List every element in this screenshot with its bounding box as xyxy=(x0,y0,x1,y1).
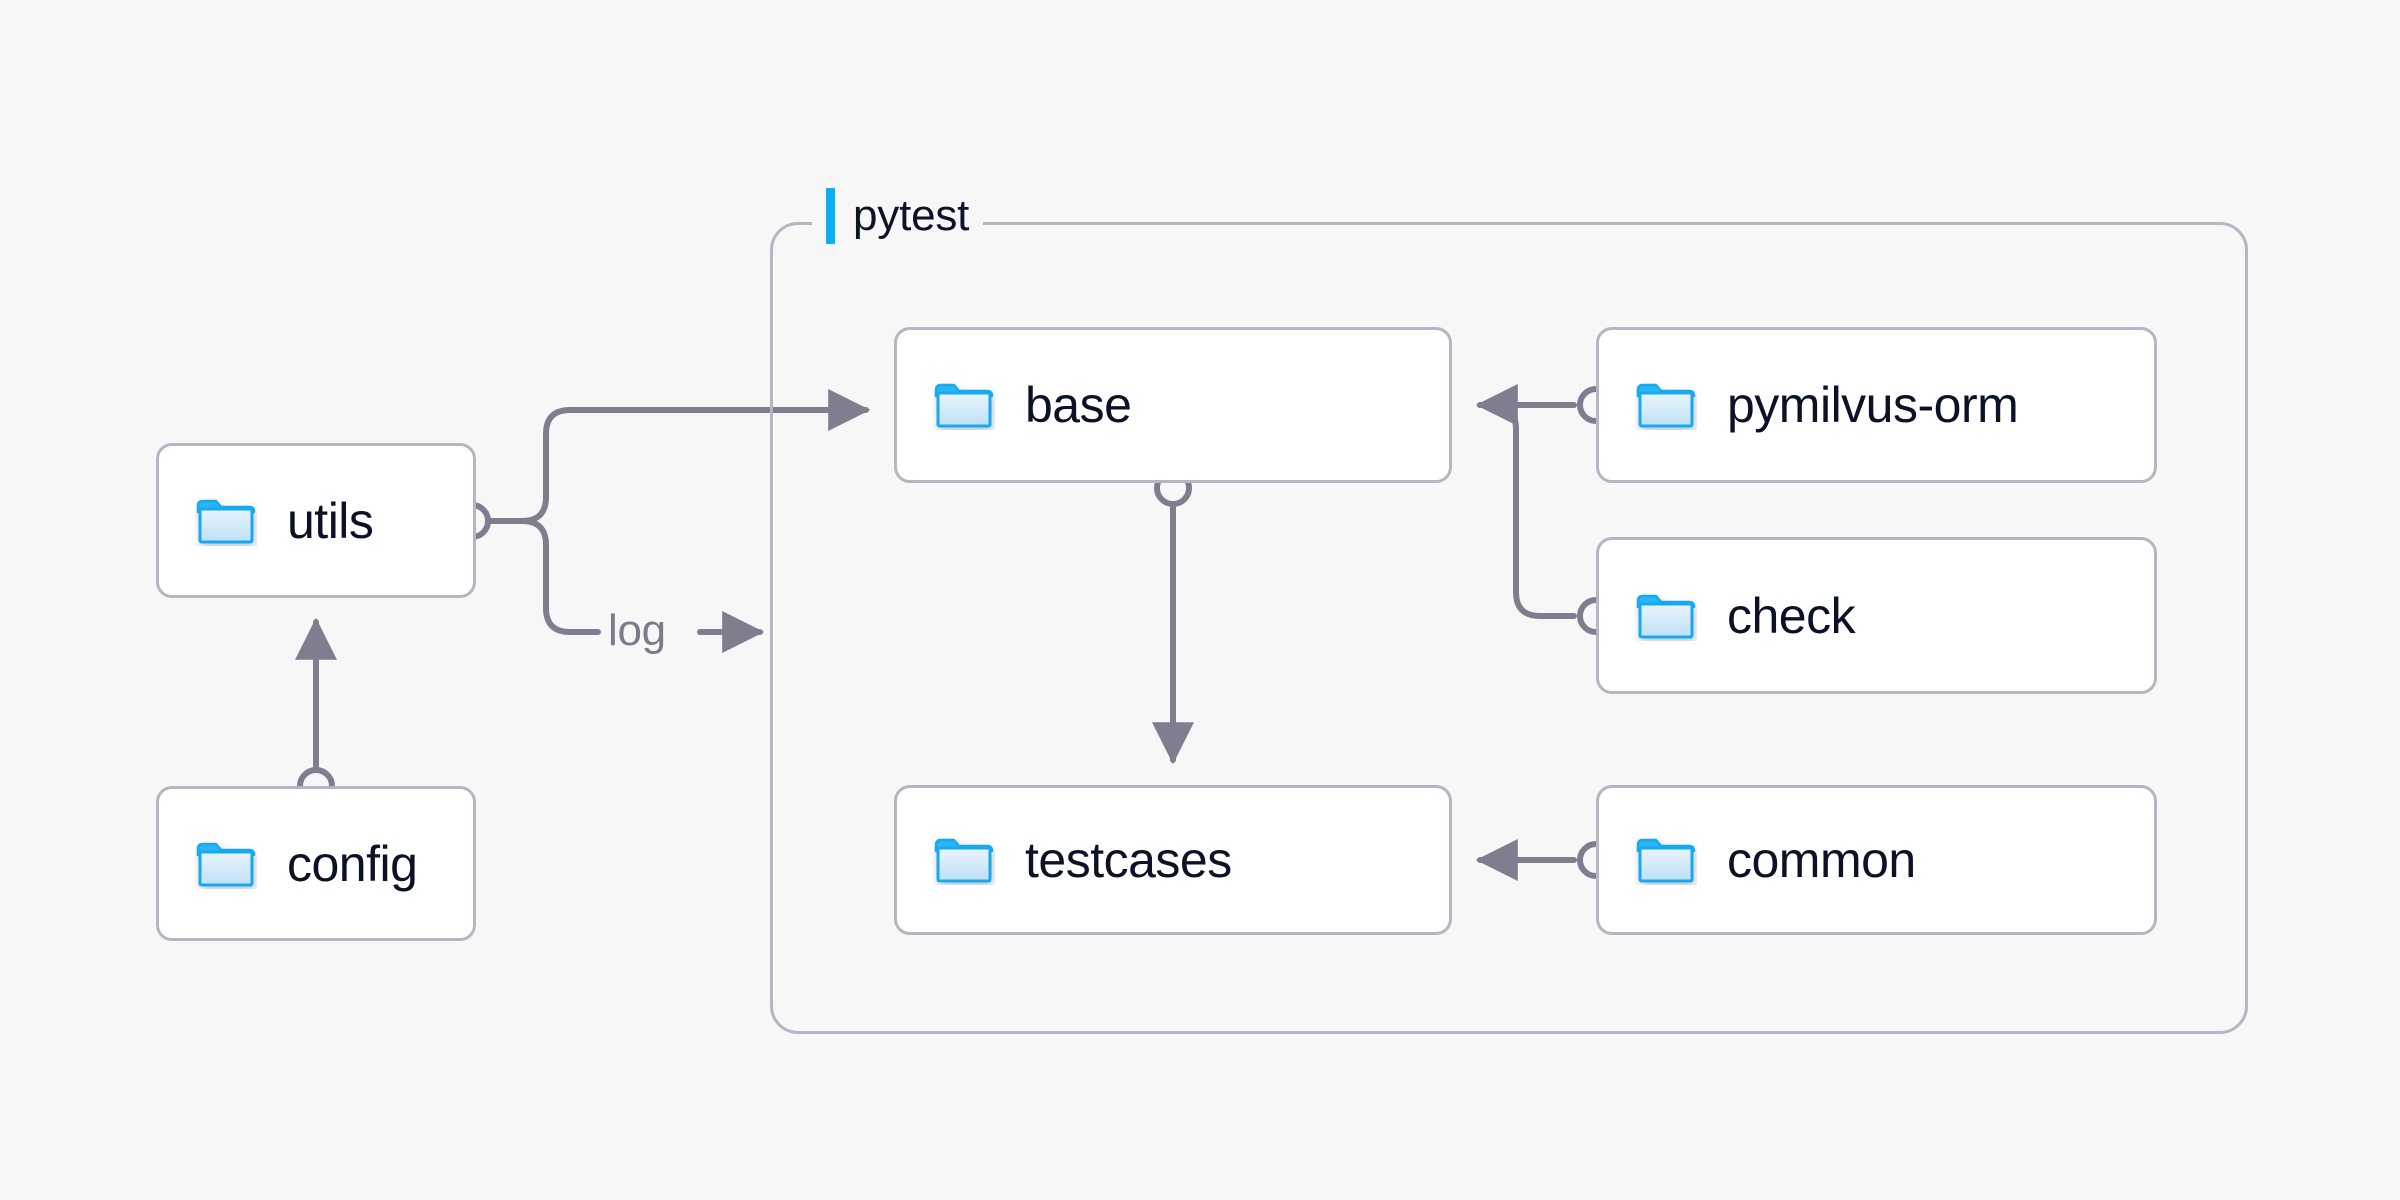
folder-icon xyxy=(1636,383,1696,428)
edge-utils-to-log xyxy=(519,518,601,635)
edge-label-log: log xyxy=(608,606,666,655)
node-base[interactable]: base xyxy=(894,327,1452,483)
node-utils-label: utils xyxy=(287,492,374,549)
node-common[interactable]: common xyxy=(1596,785,2157,935)
node-check-label: check xyxy=(1727,587,1856,644)
node-testcases-label: testcases xyxy=(1025,832,1232,888)
node-pymilvus-orm-label: pymilvus-orm xyxy=(1727,377,2019,433)
group-pytest-title: pytest xyxy=(812,188,984,244)
group-accent-bar xyxy=(826,188,835,244)
node-pymilvus-orm[interactable]: pymilvus-orm xyxy=(1596,327,2157,483)
folder-icon xyxy=(934,838,994,883)
group-pytest-label: pytest xyxy=(853,191,970,240)
node-check[interactable]: check xyxy=(1596,537,2157,694)
node-testcases[interactable]: testcases xyxy=(894,785,1452,935)
folder-icon xyxy=(1636,838,1696,883)
folder-icon xyxy=(196,499,256,543)
node-base-label: base xyxy=(1025,377,1132,433)
node-common-label: common xyxy=(1727,832,1916,888)
folder-icon xyxy=(196,842,256,886)
folder-icon xyxy=(934,383,994,428)
node-config-label: config xyxy=(287,835,418,892)
node-config[interactable]: config xyxy=(156,786,476,941)
group-pytest[interactable] xyxy=(770,222,2248,1034)
node-utils[interactable]: utils xyxy=(156,443,476,598)
folder-icon xyxy=(1636,594,1696,638)
